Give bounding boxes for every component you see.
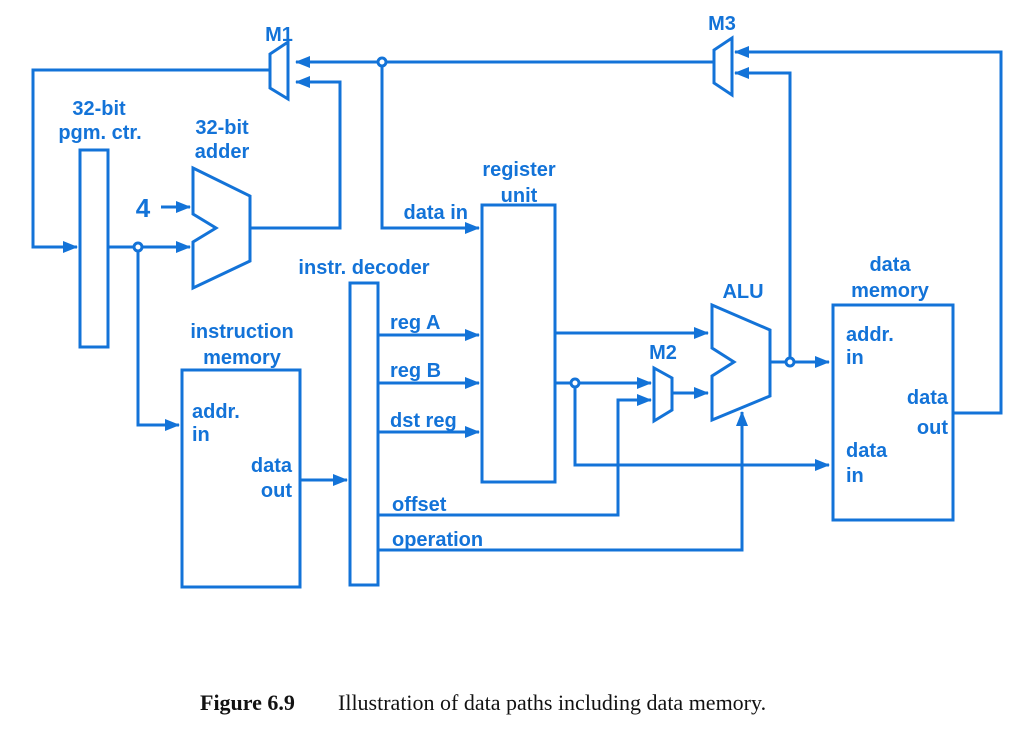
wires — [31, 46, 1003, 552]
label-dst-reg: dst reg — [390, 410, 457, 432]
label-instruction-memory-line2: memory — [203, 347, 282, 369]
label-pgm-ctr-line1: 32-bit — [72, 98, 126, 120]
label-data-memory-line2: memory — [851, 280, 930, 302]
junction-dot — [132, 241, 144, 253]
blocks — [78, 35, 955, 589]
wire-alu-output-to-m3 — [734, 67, 792, 362]
wire-offset-to-m2 — [378, 394, 652, 517]
mux-m1-shape — [268, 39, 290, 102]
label-constant-4: 4 — [136, 193, 151, 223]
label-reg-data-in: data in — [404, 202, 468, 224]
junction-dots — [132, 56, 796, 389]
mux-m2-shape — [652, 365, 674, 424]
label-register-unit-line1: register — [482, 159, 556, 181]
label-m1: M1 — [265, 24, 293, 46]
register-unit-box — [480, 203, 557, 484]
labels: M1 M3 M2 32-bit pgm. ctr. 32-bit adder 4… — [58, 13, 949, 551]
instr-decoder-box — [348, 281, 380, 587]
label-adder-line2: adder — [195, 141, 250, 163]
label-dmem-out-line1: data — [907, 387, 949, 409]
junction-dot — [784, 356, 796, 368]
label-dmem-in-line2: in — [846, 465, 864, 487]
caption-figure-label: Figure 6.9 — [200, 690, 295, 715]
wire-operation-to-alu — [378, 411, 748, 552]
label-adder-line1: 32-bit — [195, 117, 249, 139]
wire-pgm-ctr-to-instruction-memory — [136, 247, 180, 431]
label-reg-b: reg B — [390, 360, 441, 382]
label-dmem-addr-line2: in — [846, 347, 864, 369]
label-instr-decoder: instr. decoder — [298, 257, 429, 279]
label-imem-data-line1: data — [251, 455, 293, 477]
label-register-unit-line2: unit — [501, 185, 538, 207]
wire-writeback-to-register-data-in — [380, 62, 480, 234]
pgm-ctr-box — [78, 148, 110, 349]
label-dmem-in-line1: data — [846, 440, 888, 462]
label-imem-addr-line2: in — [192, 424, 210, 446]
label-offset: offset — [392, 494, 447, 516]
adder-shape — [191, 165, 252, 291]
instruction-memory-box — [180, 368, 302, 589]
label-dmem-addr-line1: addr. — [846, 324, 894, 346]
wire-m1-output-to-pgm-ctr — [31, 68, 270, 253]
wire-register-b-to-dmem-data-in — [573, 383, 830, 471]
label-m2: M2 — [649, 342, 677, 364]
label-operation: operation — [392, 529, 483, 551]
label-data-memory-line1: data — [869, 254, 911, 276]
data-memory-box — [831, 303, 955, 522]
label-m3: M3 — [708, 13, 736, 35]
junction-dot — [376, 56, 388, 68]
label-dmem-out-line2: out — [917, 417, 948, 439]
figure-caption: Figure 6.9 Illustration of data paths in… — [200, 690, 766, 715]
label-alu: ALU — [722, 281, 763, 303]
wire-adder-output-to-m1 — [250, 76, 342, 230]
label-imem-data-line2: out — [261, 480, 292, 502]
wire-dmem-data-out-to-m3 — [734, 46, 1003, 415]
label-imem-addr-line1: addr. — [192, 401, 240, 423]
junction-dot — [569, 377, 581, 389]
mux-m3-shape — [712, 35, 734, 98]
alu-shape — [710, 302, 772, 423]
label-pgm-ctr-line2: pgm. ctr. — [58, 122, 141, 144]
caption-text: Illustration of data paths including dat… — [338, 690, 766, 715]
label-instruction-memory-line1: instruction — [190, 321, 293, 343]
label-reg-a: reg A — [390, 312, 440, 334]
